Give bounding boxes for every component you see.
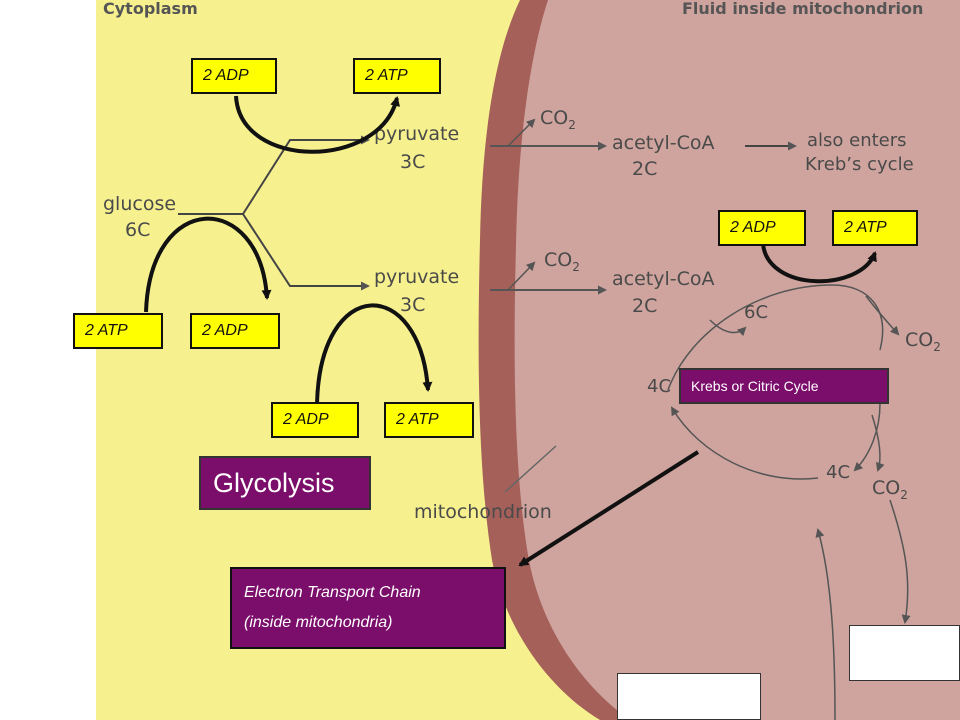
co2-bottom-label: CO2 — [872, 477, 908, 502]
glycolysis-box-label: Glycolysis — [213, 467, 335, 498]
arrow-to-co2-top — [507, 118, 536, 147]
arrow-to-co2-bottom — [507, 261, 536, 291]
electron-transport-chain-box: Electron Transport Chain (inside mitocho… — [230, 567, 506, 649]
etc-box-line1: Electron Transport Chain — [244, 584, 421, 601]
atp-arc-middle — [315, 303, 433, 405]
atp-arc-left — [144, 216, 272, 313]
four-carbon-left-label: 4C — [647, 376, 671, 397]
adp-box-top-label: 2 ADP — [203, 67, 249, 84]
acetyl-coa-bottom-label: acetyl-CoA — [612, 268, 715, 290]
krebs-cycle-arc-right — [853, 403, 881, 472]
pyruvate-top-carbons: 3C — [400, 151, 425, 173]
atp-box-right-label: 2 ATP — [844, 219, 887, 236]
co2-middle-label: CO2 — [544, 249, 580, 274]
glucose-split-lines — [178, 139, 365, 287]
atp-box-left-label: 2 ATP — [85, 322, 128, 339]
adp-box-right-label: 2 ADP — [730, 219, 776, 236]
glucose-label: glucose — [103, 193, 176, 215]
krebs-cycle-box-label: Krebs or Citric Cycle — [691, 378, 819, 394]
blank-box-right — [849, 625, 960, 681]
acetyl-coa-top-carbons: 2C — [632, 158, 657, 180]
adp-box-middle-label: 2 ADP — [283, 411, 329, 428]
atp-box-right: 2 ATP — [832, 210, 918, 246]
fluid-inside-mitochondrion-label: Fluid inside mitochondrion — [682, 0, 923, 18]
krebs-cycle-arc-bottom — [670, 406, 819, 480]
blank-box-bottom — [617, 673, 761, 720]
atp-arc-top — [234, 95, 401, 154]
mitochondrion-pointer-line — [504, 445, 557, 493]
arrow-to-co2-right — [865, 295, 900, 336]
krebs-cycle-label: Kreb’s cycle — [805, 154, 914, 175]
pyruvate-top-label: pyruvate — [374, 123, 459, 145]
arrow-to-right-box — [889, 499, 911, 624]
atp-arc-right — [761, 243, 877, 284]
pyruvate-bottom-label: pyruvate — [374, 266, 459, 288]
acetyl-coa-bottom-carbons: 2C — [632, 295, 657, 317]
six-carbon-label: 6C — [744, 302, 768, 323]
atp-box-top: 2 ATP — [353, 58, 441, 94]
co2-top-label: CO2 — [540, 107, 576, 132]
mitochondrion-matrix — [514, 0, 960, 720]
acetyl-joins-cycle-arrow — [709, 319, 747, 337]
cytoplasm-label: Cytoplasm — [103, 0, 198, 18]
glycolysis-box: Glycolysis — [199, 456, 371, 510]
co2-right-label: CO2 — [905, 329, 941, 354]
arrow-to-co2-bottom-cycle — [871, 414, 885, 472]
atp-box-middle-label: 2 ATP — [396, 411, 439, 428]
mitochondrion-label: mitochondrion — [414, 501, 552, 523]
arrow-from-lower-box — [815, 528, 836, 720]
adp-box-left: 2 ADP — [190, 313, 280, 349]
adp-box-top: 2 ADP — [191, 58, 277, 94]
atp-box-top-label: 2 ATP — [365, 67, 408, 84]
adp-box-middle: 2 ADP — [271, 402, 359, 438]
acetyl-coa-top-label: acetyl-CoA — [612, 132, 715, 154]
four-carbon-bottom-label: 4C — [826, 462, 850, 483]
atp-box-middle: 2 ATP — [384, 402, 474, 438]
pyruvate-bottom-carbons: 3C — [400, 294, 425, 316]
adp-box-left-label: 2 ADP — [202, 322, 248, 339]
etc-box-line2: (inside mitochondria) — [244, 614, 393, 631]
also-enters-label: also enters — [807, 130, 907, 151]
adp-box-right: 2 ADP — [718, 210, 806, 246]
glucose-carbons-label: 6C — [125, 219, 150, 241]
arrow-to-electron-transport-chain — [518, 450, 700, 567]
atp-box-left: 2 ATP — [73, 313, 163, 349]
krebs-cycle-box: Krebs or Citric Cycle — [679, 368, 889, 404]
left-margin — [0, 0, 96, 720]
